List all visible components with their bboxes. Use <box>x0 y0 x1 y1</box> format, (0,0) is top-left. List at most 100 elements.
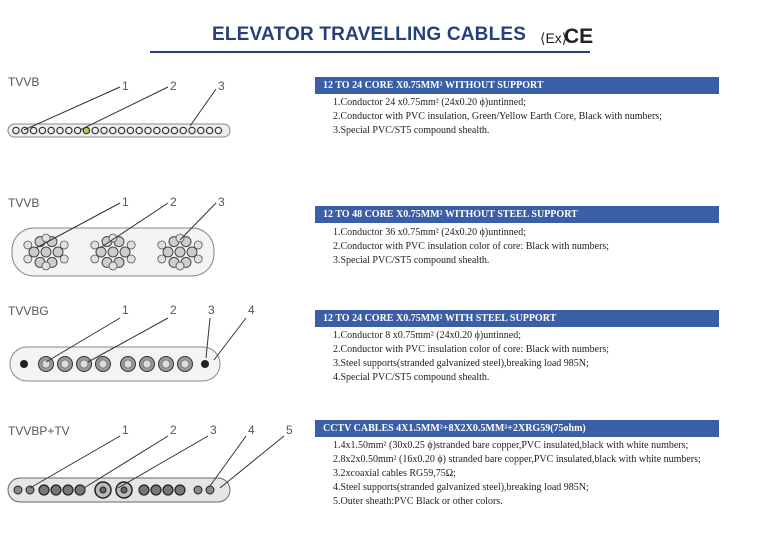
conductor-core <box>175 233 185 243</box>
conductor-core <box>50 484 62 496</box>
spec-item: 2.Conductor with PVC insulation, Green/Y… <box>333 111 662 122</box>
conductor-core <box>157 240 167 250</box>
cable-label-2: TVVB <box>8 196 40 210</box>
conductor-core <box>52 246 64 258</box>
conductor-core <box>162 484 174 496</box>
cable-label-3: TVVBG <box>8 304 49 318</box>
conductor-core-inner <box>123 359 133 369</box>
conductor-core <box>73 126 82 135</box>
conductor-core <box>214 126 223 135</box>
conductor-core <box>23 254 33 264</box>
spec-item: 4.Special PVC/ST5 compound shealth. <box>333 372 490 383</box>
conductor-core <box>170 126 179 135</box>
section-4-specs: 1.4x1.50mm² (30x0.25 ϕ)stranded bare cop… <box>333 439 701 509</box>
conductor-core <box>100 126 108 135</box>
title-underline <box>150 51 590 53</box>
conductor-core <box>193 485 203 495</box>
conductor-core <box>126 126 135 135</box>
conductor-core <box>119 246 131 258</box>
conductor-core <box>41 233 51 243</box>
callout-3-1: 1 <box>122 303 129 317</box>
conductor-core-inner <box>161 359 171 369</box>
conductor-core <box>174 484 186 496</box>
conductor-core <box>107 246 119 258</box>
conductor-core <box>157 254 167 264</box>
spec-item: 5.Outer sheath:PVC Black or other colors… <box>333 496 503 507</box>
spec-item: 2.Conductor with PVC insulation color of… <box>333 344 610 355</box>
callout-1-1: 1 <box>122 79 129 93</box>
section-4-header: CCTV CABLES 4X1.5MM²+8X2X0.5MM²+2XRG59(7… <box>315 420 719 437</box>
conductor-core <box>29 126 38 135</box>
conductor-core <box>174 246 186 258</box>
conductor-core <box>109 126 117 135</box>
callout-2-2: 2 <box>170 195 177 209</box>
ce-mark-icon: CE <box>564 25 594 48</box>
section-1-header: 12 TO 24 CORE X0.75MM² WITHOUT SUPPORT <box>315 77 719 94</box>
conductor-core <box>135 126 144 135</box>
cable-label-1: TVVB <box>8 75 40 89</box>
cable-2-diagram: 1 2 3 <box>11 195 225 277</box>
callout-1-3: 3 <box>218 79 225 93</box>
conductor-core <box>90 254 100 264</box>
spec-item: 3.Special PVC/ST5 compound shealth. <box>333 125 490 136</box>
conductor-core <box>62 484 74 496</box>
conductor-core <box>117 126 126 135</box>
conductor-core <box>153 126 161 135</box>
conductor-core <box>186 246 198 258</box>
callout-2-1: 1 <box>122 195 129 209</box>
conductor-core <box>179 126 188 135</box>
spec-item: 3.2xcoaxial cables RG59,75Ω; <box>333 468 456 479</box>
spec-item: 1.Conductor 24 x0.75mm² (24x0.20 ϕ)untin… <box>333 97 526 108</box>
conductor-core-inner <box>180 359 190 369</box>
conductor-core <box>138 484 150 496</box>
conductor-core <box>13 485 23 495</box>
conductor-core <box>108 261 118 271</box>
conductor-core <box>47 126 56 135</box>
conductor-core <box>193 240 203 250</box>
callout-3-3: 3 <box>208 303 215 317</box>
conductor-core-inner <box>79 359 89 369</box>
coax-center <box>120 486 128 494</box>
conductor-core <box>188 126 196 135</box>
spec-item: 1.Conductor 36 x0.75mm² (24x0.20 ϕ)untin… <box>333 227 526 238</box>
conductor-core <box>150 484 162 496</box>
section-3-header: 12 TO 24 CORE X0.75MM² WITH STEEL SUPPOR… <box>315 310 719 327</box>
conductor-core <box>59 254 69 264</box>
callout-2-3: 3 <box>218 195 225 209</box>
ex-mark-icon: ⟨Ex⟩ <box>540 30 568 46</box>
conductor-core-inner <box>142 359 152 369</box>
cable-4-diagram: 1 2 3 4 5 <box>7 423 293 503</box>
callout-4-2: 2 <box>170 423 177 437</box>
conductor-core <box>162 246 174 258</box>
conductor-core <box>38 484 50 496</box>
conductor-core <box>91 126 100 135</box>
page-title: ELEVATOR TRAVELLING CABLES <box>212 24 527 45</box>
callout-4-4: 4 <box>248 423 255 437</box>
cable-diagrams: 1 2 3 1 2 3 1 2 3 4 1 2 <box>7 79 293 503</box>
spec-item: 3.Special PVC/ST5 compound shealth. <box>333 255 490 266</box>
callout-4-1: 1 <box>122 423 129 437</box>
steel-support-left <box>20 360 28 368</box>
section-2-header: 12 TO 48 CORE X0.75MM² WITHOUT STEEL SUP… <box>315 206 719 223</box>
conductor-core <box>175 261 185 271</box>
conductor-core-inner <box>60 359 70 369</box>
conductor-core <box>12 126 20 135</box>
conductor-core <box>23 240 33 250</box>
spec-item: 1.Conductor 8 x0.75mm² (24x0.20 ϕ)untinn… <box>333 330 521 341</box>
callout-1-2: 2 <box>170 79 177 93</box>
spec-item: 4.Steel supports(stranded galvanized ste… <box>333 482 589 493</box>
conductor-core <box>90 240 100 250</box>
conductor-core <box>56 126 64 135</box>
conductor-core <box>126 240 136 250</box>
conductor-core <box>59 240 69 250</box>
conductor-core <box>205 126 214 135</box>
spec-item: 2.Conductor with PVC insulation color of… <box>333 241 610 252</box>
conductor-core-inner <box>41 359 51 369</box>
spec-item: 3.Steel supports(stranded galvanized ste… <box>333 358 589 369</box>
cable-label-4: TVVBP+TV <box>8 424 70 438</box>
section-3-specs: 1.Conductor 8 x0.75mm² (24x0.20 ϕ)untinn… <box>333 329 609 385</box>
spec-item: 1.4x1.50mm² (30x0.25 ϕ)stranded bare cop… <box>333 440 689 451</box>
conductor-core <box>144 126 152 135</box>
spec-item: 2.8x2x0.50mm² (16x0.20 ϕ) stranded bare … <box>333 454 701 465</box>
cable-1-diagram: 1 2 3 <box>7 79 231 138</box>
